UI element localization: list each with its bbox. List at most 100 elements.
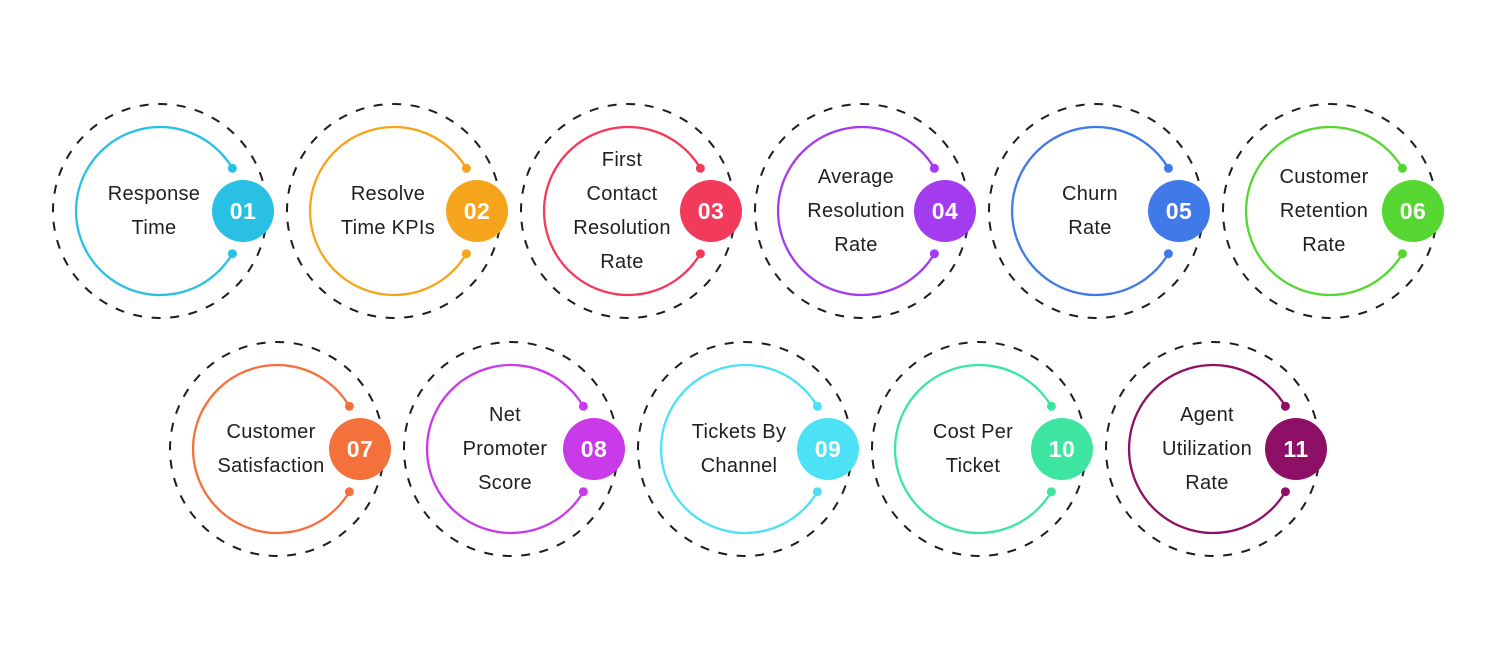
kpi-number-badge: 03	[680, 180, 742, 242]
kpi-number: 02	[463, 197, 491, 224]
arc-end-dot-icon	[578, 401, 588, 411]
kpi-number-badge: 11	[1265, 418, 1327, 480]
kpi-label-line: Rate	[600, 251, 644, 273]
arc-ring-icon	[542, 125, 702, 297]
kpi-number-badge: 09	[797, 418, 859, 480]
arc-end-dot-icon	[1397, 163, 1407, 173]
kpi-label-line: Average	[817, 166, 895, 188]
kpi-label-line: Channel	[700, 455, 778, 477]
kpi-label-line: Customer	[226, 421, 316, 443]
kpi-label-line: Tickets By	[691, 421, 787, 443]
kpi-label-line: Time	[131, 217, 177, 239]
arc-end-dot-icon	[227, 163, 237, 173]
arc-end-dot-icon	[695, 249, 705, 259]
kpi-item: Tickets By Channel 09	[628, 332, 862, 566]
kpi-number: 07	[346, 435, 374, 462]
arc-end-dot-icon	[1397, 249, 1407, 259]
kpi-number: 03	[697, 197, 725, 224]
kpi-number: 06	[1399, 197, 1427, 224]
arc-end-dot-icon	[1280, 487, 1290, 497]
arc-end-dot-icon	[461, 163, 471, 173]
arc-ring-icon	[425, 363, 585, 535]
kpi-label-line: Ticket	[945, 455, 1001, 477]
arc-ring-icon	[308, 125, 468, 297]
arc-end-dot-icon	[812, 401, 822, 411]
kpi-rings	[520, 103, 736, 319]
arc-end-dot-icon	[578, 487, 588, 497]
arc-end-dot-icon	[1163, 249, 1173, 259]
kpi-label-line: Rate	[1185, 472, 1229, 494]
kpi-number-badge: 08	[563, 418, 625, 480]
arc-end-dot-icon	[1280, 401, 1290, 411]
kpi-label-line: Utilization	[1162, 438, 1252, 460]
arc-ring-icon	[776, 125, 936, 297]
arc-end-dot-icon	[929, 163, 939, 173]
arc-end-dot-icon	[344, 401, 354, 411]
kpi-number: 09	[814, 435, 842, 462]
kpi-number-badge: 02	[446, 180, 508, 242]
kpi-label-line: Resolution	[573, 217, 671, 239]
arc-end-dot-icon	[812, 487, 822, 497]
kpi-number-badge: 10	[1031, 418, 1093, 480]
kpi-label-line: Contact	[586, 183, 658, 205]
kpi-number-badge: 01	[212, 180, 274, 242]
arc-ring-icon	[1244, 125, 1404, 297]
kpi-label-line: Rate	[1068, 217, 1112, 239]
arc-ring-icon	[1010, 125, 1170, 297]
kpi-label-line: Rate	[834, 234, 878, 256]
kpi-label-line: Promoter	[462, 438, 548, 460]
kpi-label-line: Resolution	[807, 200, 905, 222]
arc-end-dot-icon	[1046, 401, 1056, 411]
arc-end-dot-icon	[929, 249, 939, 259]
kpi-label-line: Cost Per	[932, 421, 1014, 443]
kpi-label-line: Churn	[1062, 183, 1118, 205]
arc-end-dot-icon	[695, 163, 705, 173]
arc-ring-icon	[191, 363, 351, 535]
arc-end-dot-icon	[1163, 163, 1173, 173]
kpi-label-line: Agent	[1180, 404, 1234, 426]
kpi-number: 10	[1048, 435, 1076, 462]
arc-ring-icon	[74, 125, 234, 297]
kpi-label-line: Customer	[1279, 166, 1369, 188]
kpi-number: 04	[931, 197, 959, 224]
kpi-label-line: Time KPIs	[340, 217, 436, 239]
kpi-number-badge: 07	[329, 418, 391, 480]
kpi-number: 08	[580, 435, 608, 462]
kpi-label-line: Satisfaction	[217, 455, 325, 477]
kpi-number-badge: 06	[1382, 180, 1444, 242]
kpi-rings	[988, 103, 1204, 319]
kpi-label-line: Net	[488, 404, 522, 426]
kpi-number: 11	[1283, 435, 1309, 462]
kpi-label: Tickets By Channel	[655, 369, 823, 529]
kpi-label-line: Response	[107, 183, 201, 205]
kpi-label-line: Score	[478, 472, 532, 494]
arc-end-dot-icon	[344, 487, 354, 497]
arc-ring-icon	[659, 363, 819, 535]
arc-ring-icon	[1127, 363, 1287, 535]
arc-end-dot-icon	[1046, 487, 1056, 497]
arc-end-dot-icon	[461, 249, 471, 259]
kpi-label-line: First	[601, 149, 643, 171]
arc-end-dot-icon	[227, 249, 237, 259]
arc-ring-icon	[893, 363, 1053, 535]
